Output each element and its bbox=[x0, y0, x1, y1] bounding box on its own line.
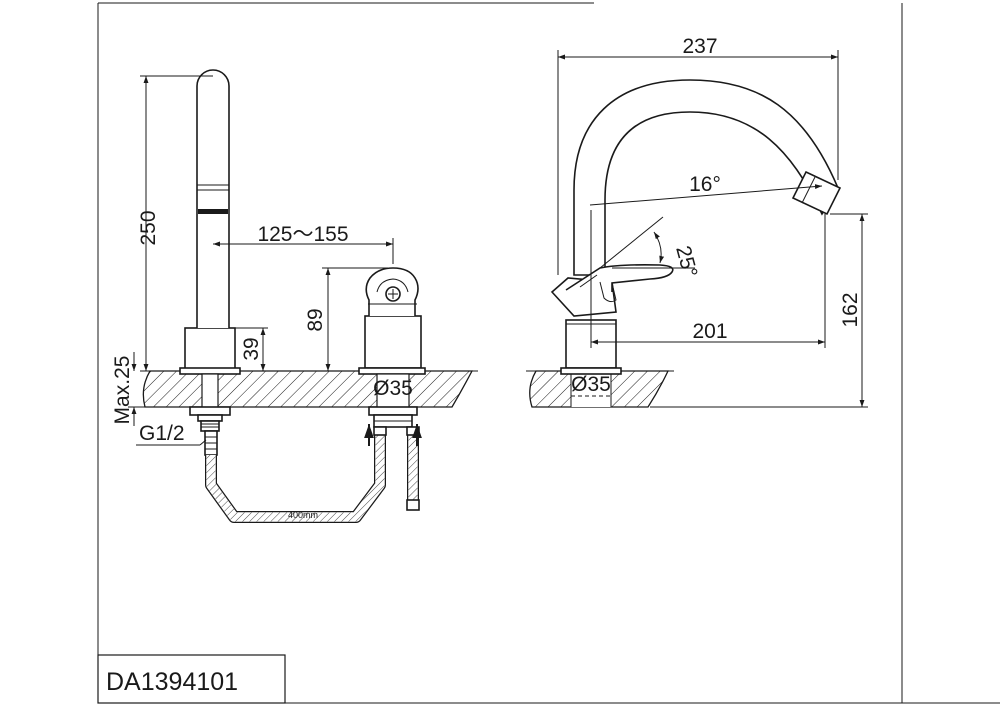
side-view: 237 16° 25° 201 162 bbox=[526, 35, 868, 408]
side-countertop bbox=[526, 370, 674, 408]
angle-16-label: 16° bbox=[689, 173, 721, 196]
angle-25-label: 25° bbox=[671, 243, 701, 280]
dim-hole-distance: 125～155 bbox=[213, 223, 394, 264]
hose-assembly: 400mm bbox=[205, 426, 420, 523]
dim-39-label: 39 bbox=[240, 337, 263, 360]
side-hole-label: Ø35 bbox=[571, 373, 611, 396]
dim-89-label: 89 bbox=[304, 308, 327, 331]
drawing-code: DA1394101 bbox=[106, 668, 238, 696]
front-spout-shank bbox=[189, 373, 231, 456]
dim-outlet-reach: 201 bbox=[590, 210, 826, 348]
dim-spout-height: 250 bbox=[137, 75, 213, 371]
front-lever-body bbox=[358, 267, 426, 375]
dim-spout-angle: 16° bbox=[589, 173, 823, 206]
dim-237-label: 237 bbox=[682, 35, 717, 58]
dim-front-hole: Ø35 bbox=[373, 377, 413, 400]
dim-125-155-label: 125～155 bbox=[257, 223, 348, 246]
dim-side-hole: Ø35 bbox=[571, 373, 611, 396]
hose-length-label: 400mm bbox=[288, 510, 318, 520]
dim-lever-height: 89 bbox=[304, 267, 388, 371]
thread-label: G1/2 bbox=[139, 422, 185, 445]
dim-162-label: 162 bbox=[839, 292, 862, 327]
side-spout bbox=[573, 79, 842, 276]
title-block: DA1394101 bbox=[97, 654, 286, 704]
front-hole-label: Ø35 bbox=[373, 377, 413, 400]
dim-overall-reach: 237 bbox=[557, 35, 839, 275]
inlet-arrows bbox=[364, 424, 422, 446]
front-spout bbox=[179, 69, 241, 375]
front-countertop bbox=[140, 370, 478, 408]
dim-max25-label: Max.25 bbox=[111, 356, 134, 425]
dim-base-height: 39 bbox=[235, 327, 268, 371]
thread-callout: G1/2 bbox=[136, 422, 207, 446]
front-view: 400mm 250 125～155 89 39 bbox=[111, 69, 478, 523]
dim-outlet-height: 162 bbox=[650, 213, 868, 408]
dim-250-label: 250 bbox=[137, 210, 160, 245]
dim-201-label: 201 bbox=[692, 320, 727, 343]
front-lever-shank bbox=[368, 373, 418, 428]
dim-deck-thickness: Max.25 bbox=[111, 352, 148, 426]
side-base bbox=[550, 264, 674, 375]
